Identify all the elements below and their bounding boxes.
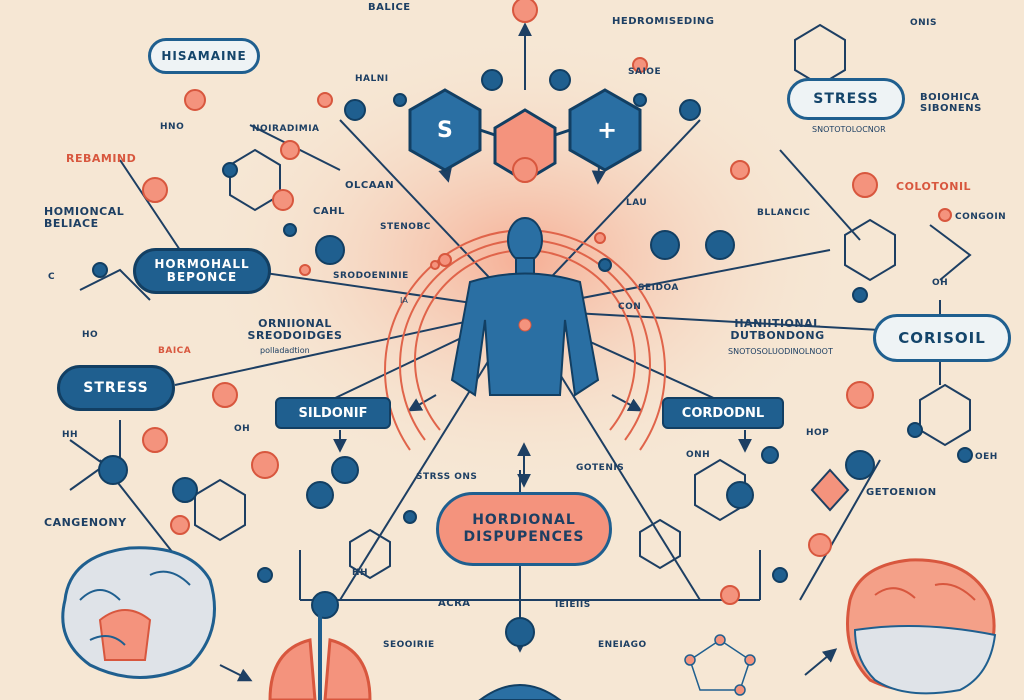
- congoin-label: CONGOIN: [955, 212, 1007, 222]
- cortisol-text: CORISOIL: [898, 329, 986, 347]
- atoms-blue: [92, 69, 973, 647]
- hormonal-disruptions-node[interactable]: HORDIONAL DISPUPENCES: [436, 492, 612, 566]
- hop-label: HOP: [806, 428, 830, 438]
- colotonil-label: COLOTONIL: [896, 180, 972, 193]
- ornional-sub: polladadtion: [260, 346, 310, 355]
- hamitional-label: HANIITIONAL DUTBONDONG: [730, 317, 825, 342]
- hexagon-plus-label: +: [597, 116, 618, 144]
- getoenion-label: GETOENION: [866, 487, 937, 498]
- oh-left-label: OH: [234, 424, 251, 434]
- srodoeninie-label: SRODOENINIE: [333, 271, 409, 281]
- human-figure: [450, 217, 600, 397]
- atoms-salmon: [142, 0, 952, 605]
- brain-bottom: [478, 684, 562, 700]
- hallni-label: HALNI: [355, 74, 389, 84]
- heart-dot: [518, 318, 532, 332]
- stress-right-node[interactable]: STRESS: [787, 78, 905, 120]
- hormonal-response-text: HORMOHALL BEPONCE: [154, 256, 250, 284]
- brain-left: [61, 546, 216, 679]
- lungs: [268, 615, 372, 700]
- left-box-text: SILDONIF: [298, 405, 368, 421]
- olcaan-label: OLCAAN: [345, 180, 395, 191]
- stress-left-text: STRESS: [83, 380, 149, 396]
- rebamind-label: REBAMIND: [66, 152, 137, 165]
- stress-right-text: STRESS: [813, 91, 879, 107]
- hno-label: HNO: [160, 122, 185, 132]
- hexagon-s-label: S: [437, 118, 454, 143]
- hexagon-group: [408, 88, 642, 183]
- lau-sub: IA: [400, 296, 408, 305]
- eneiago-label: ENEIAGO: [598, 640, 647, 650]
- hh-lower-label: HH: [352, 568, 369, 578]
- stress-ons-label: STRSS ONS: [416, 472, 478, 482]
- cangenony-label: CANGENONY: [44, 516, 127, 529]
- sedoa-label: SEIDOA: [638, 283, 679, 293]
- seiline-label: SEOOIRIE: [383, 640, 435, 650]
- ornional-label: ORNIIONAL SREODOIDGES: [247, 317, 343, 342]
- ho-label: HO: [82, 330, 99, 340]
- hormonal-response-node[interactable]: HORMOHALL BEPONCE: [133, 248, 271, 294]
- right-box-text: CORDODNL: [681, 405, 765, 421]
- eiemiis-label: IEIEIIS: [555, 600, 591, 610]
- c-left-label: C: [48, 272, 56, 282]
- left-box-node[interactable]: SILDONIF: [275, 397, 391, 429]
- oeh-label: OEH: [975, 452, 998, 462]
- stenobc-label: STENOBC: [380, 222, 431, 232]
- gotenis-label: GOTENIS: [576, 463, 625, 473]
- radial-lines: [99, 22, 881, 682]
- hormonal-balance-label: HOMIONCAL BELIACE: [44, 205, 125, 231]
- acra-label: ACRA: [438, 598, 471, 609]
- con-label: CON: [618, 302, 642, 312]
- lau-label: LAU: [626, 198, 648, 208]
- hormonal-disruptions-text: HORDIONAL DISPUPENCES: [463, 512, 585, 545]
- stress-left-node[interactable]: STRESS: [57, 365, 175, 411]
- cortisol-node[interactable]: CORISOIL: [873, 314, 1011, 362]
- cahl-label: CAHL: [313, 206, 345, 217]
- right-box-node[interactable]: CORDODNL: [662, 397, 784, 429]
- onis-label: ONIS: [910, 18, 938, 28]
- onh-label: ONH: [686, 450, 711, 460]
- bilogical-label: BOIOHICA SIBONENS: [920, 92, 982, 114]
- noiramina-label: NOIRADIMIA: [252, 124, 320, 134]
- saioe-label: SAIOE: [628, 67, 662, 77]
- brain-right: [846, 558, 997, 695]
- oh-right-label: OH: [932, 278, 949, 288]
- network-bottom-right: [684, 634, 756, 696]
- stress-right-sub: SNOTOTOLOCNOR: [812, 125, 886, 134]
- blancic-label: BLLANCIC: [757, 208, 811, 218]
- hamitional-sub: SNOTOSOLUODINOLNOOT: [728, 347, 833, 356]
- histamine-node[interactable]: HISAMAINE: [148, 38, 260, 74]
- top-balance-label: BALICE: [368, 2, 411, 13]
- hh-label: HH: [62, 430, 79, 440]
- baica-label: BAICA: [158, 346, 192, 356]
- top-header-label: HEDROMISEDING: [612, 16, 715, 27]
- histamine-text: HISAMAINE: [161, 49, 247, 63]
